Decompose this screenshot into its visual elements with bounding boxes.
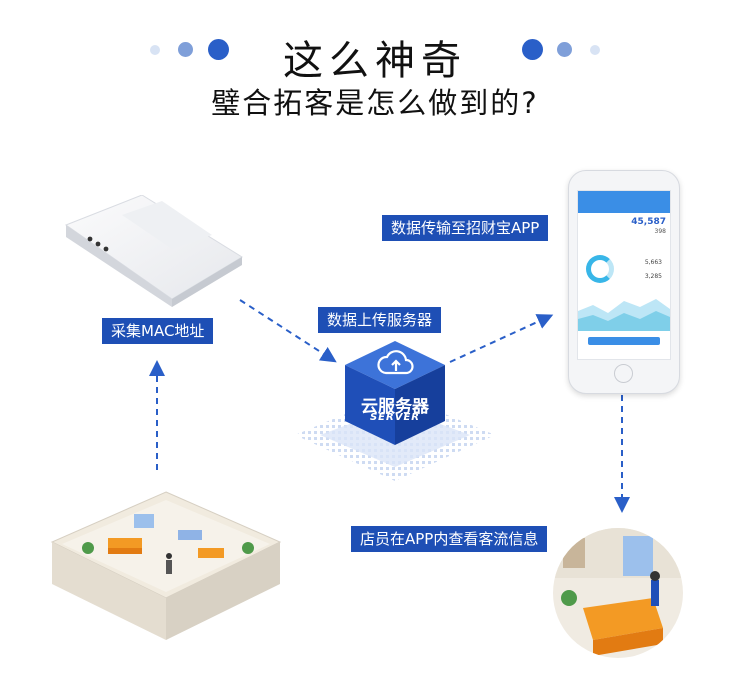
label-staff-view: 店员在APP内查看客流信息 (351, 526, 548, 552)
app-ring-chart (586, 255, 614, 283)
phone-home-button[interactable] (614, 364, 633, 383)
server-name-en: SERVER (369, 412, 420, 423)
arrow-router-to-server (239, 299, 337, 363)
label-transfer-app: 数据传输至招财宝APP (382, 215, 549, 241)
decor-dot-left-mid (178, 42, 193, 57)
staff-counter-illustration (553, 528, 683, 658)
label-collect-mac: 采集MAC地址 (102, 318, 214, 344)
app-action-button[interactable] (588, 337, 660, 345)
decor-dot-right-dark (522, 39, 543, 60)
app-stat-2: 3,285 (644, 273, 662, 280)
app-mid-number: 398 (654, 228, 666, 235)
decor-dot-left-dark (208, 39, 229, 60)
phone-screen: 45,587 398 5,663 3,285 (577, 190, 671, 360)
app-area-chart (578, 299, 670, 331)
page-title: 这么神奇 (283, 38, 467, 84)
cloud-upload-icon (377, 350, 414, 375)
arrow-server-to-phone (449, 314, 554, 363)
page-subtitle: 璧合拓客是怎么做到的? (211, 86, 539, 120)
cloud-server-illustration (295, 341, 495, 481)
decor-dot-right-mid (557, 42, 572, 57)
app-top-number: 45,587 (631, 217, 666, 227)
server-name: 云服务器 (361, 397, 429, 417)
label-upload-server: 数据上传服务器 (318, 307, 442, 333)
app-header-bar (578, 191, 670, 213)
decor-dot-right-light (590, 45, 600, 55)
store-illustration (50, 491, 282, 640)
decor-dot-left-light (150, 45, 160, 55)
router-icon (64, 195, 243, 307)
app-stat-1: 5,663 (644, 259, 662, 266)
app-top-stat: 45,587 398 (578, 213, 670, 235)
